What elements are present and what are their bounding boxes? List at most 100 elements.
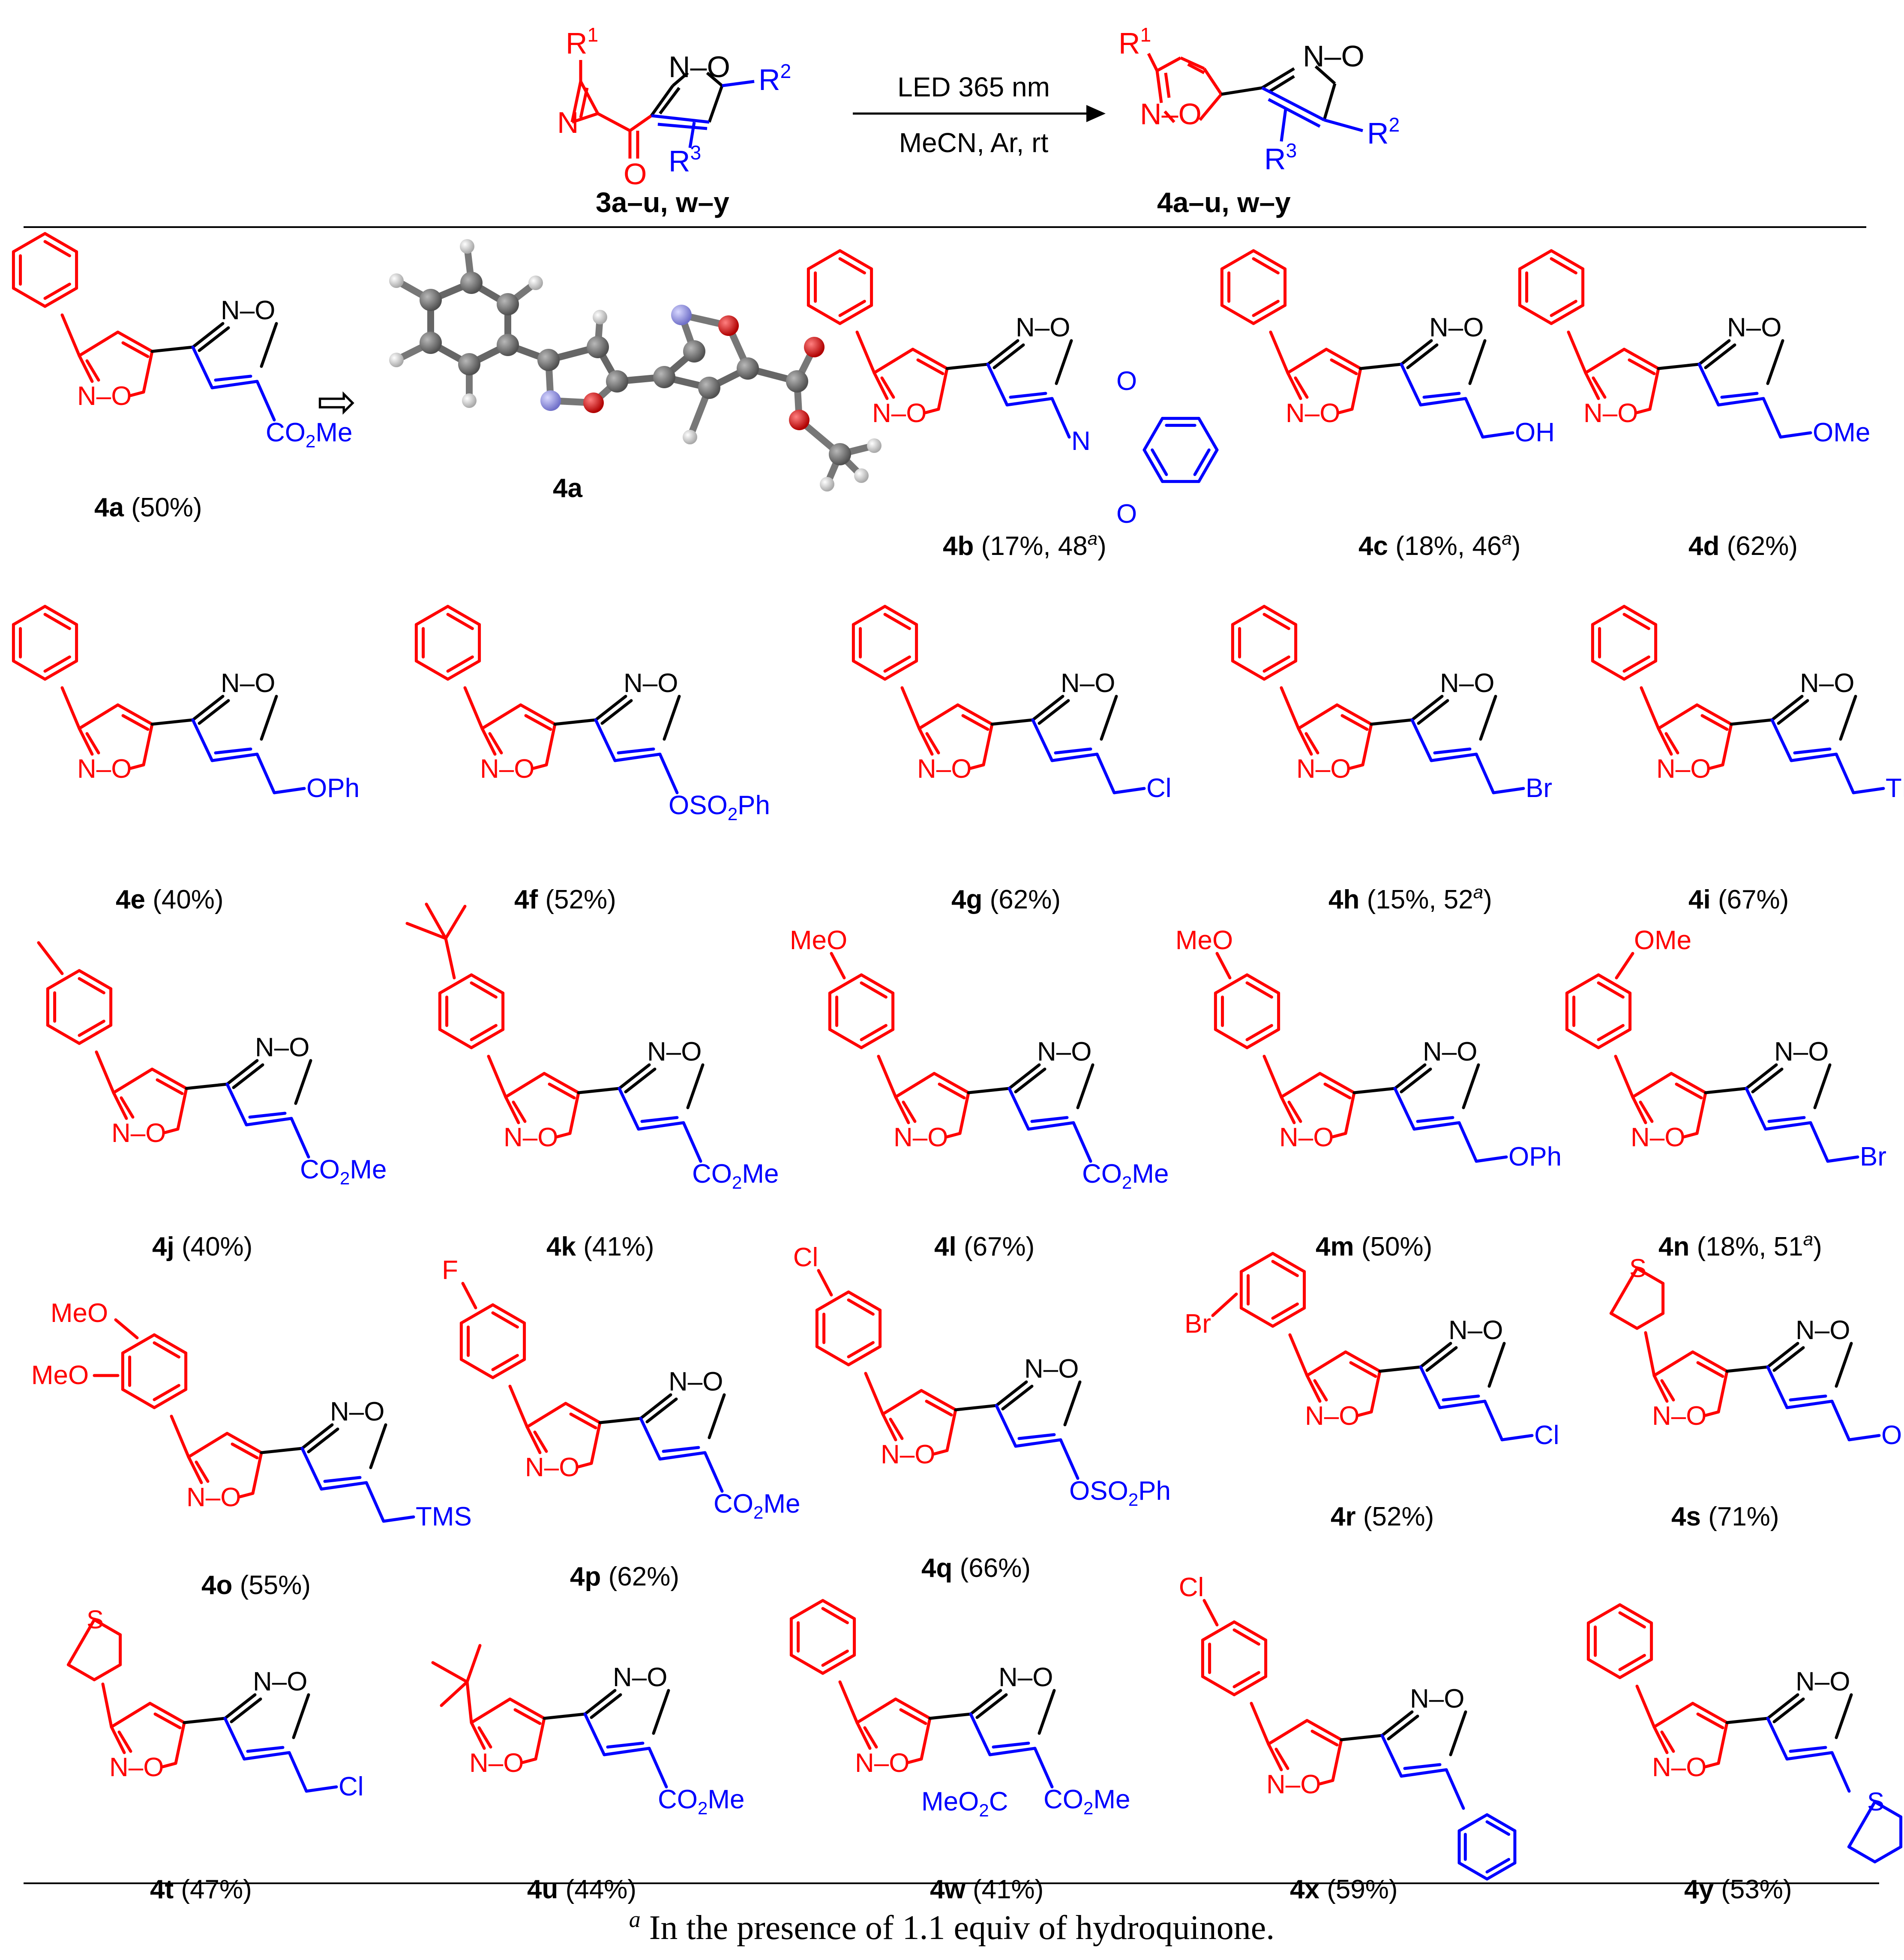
- isoxazole2-no: N–O: [1061, 668, 1115, 698]
- product-isoxazole2-no: N–O: [1303, 39, 1364, 73]
- compound-label: 4p (62%): [570, 1562, 679, 1591]
- atom-C: [497, 293, 519, 315]
- carbonyl-o: O: [1116, 499, 1137, 529]
- aryl-substituent: MeO: [51, 1298, 108, 1328]
- substituent2-label: MeO2C: [921, 1787, 1008, 1820]
- atom-H: [854, 468, 869, 483]
- substituent-label: Cl: [1146, 773, 1172, 803]
- compound-label: 4f (52%): [514, 885, 616, 914]
- isoxazole2-no: N–O: [1796, 1316, 1850, 1345]
- isoxazole2-no: N–O: [330, 1397, 384, 1427]
- compound-4s: N–ON–OOHS4s (71%): [1609, 1254, 1904, 1531]
- reactant-carbonyl-o: O: [624, 157, 647, 191]
- reactant-r2: R2: [759, 60, 791, 96]
- isoxazole2-no: N–O: [1448, 1316, 1503, 1345]
- crystal-label: 4a: [553, 474, 582, 503]
- isoxazole2-no: N–O: [253, 1667, 307, 1696]
- aryl-substituent: OMe: [1634, 926, 1691, 955]
- compound-label: 4o (55%): [201, 1570, 311, 1600]
- atom-O: [789, 410, 810, 430]
- conditions-line2: MeCN, Ar, rt: [899, 127, 1049, 158]
- atom-H: [389, 273, 404, 288]
- substituent-label: CO2Me: [300, 1155, 387, 1188]
- atom-C: [420, 289, 442, 311]
- isoxazole2-no: N–O: [613, 1663, 667, 1692]
- isoxazole1-no: N–O: [855, 1748, 909, 1778]
- atom-H: [867, 438, 882, 453]
- substituent-label: OPh: [306, 773, 360, 803]
- atom-C: [698, 377, 720, 399]
- aryl-substituent: F: [442, 1256, 458, 1285]
- compound-label: 4c (18%, 46a): [1358, 528, 1520, 561]
- substituent-label: OH: [1881, 1421, 1904, 1450]
- compound-label: 4t (47%): [150, 1875, 252, 1904]
- compound-label: 4r (52%): [1331, 1502, 1434, 1531]
- atom-C: [497, 334, 519, 356]
- carbonyl-o: O: [1116, 366, 1137, 396]
- isoxazole2-no: N–O: [1440, 668, 1494, 698]
- atom-O: [583, 393, 604, 413]
- crystal-structure-4a: ⇨ 4a: [317, 239, 882, 503]
- isoxazole1-no: N–O: [186, 1483, 241, 1512]
- thiophene-s: S: [87, 1605, 104, 1634]
- isoxazole1-no: N–O: [917, 754, 971, 784]
- isoxazole2-no: N–O: [669, 1367, 723, 1397]
- isoxazole2-no: N–O: [1024, 1354, 1079, 1384]
- compound-4i: N–ON–OTMS4i (67%): [1591, 605, 1904, 914]
- isoxazole1-no: N–O: [109, 1753, 164, 1782]
- isoxazole2-no: N–O: [1423, 1037, 1477, 1067]
- aryl-substituent: MeO: [1175, 926, 1233, 955]
- isoxazole1-no: N–O: [77, 754, 132, 784]
- atom-C: [653, 366, 675, 388]
- substituent-label: OPh: [1508, 1142, 1562, 1172]
- substituent-label: OSO2Ph: [669, 791, 770, 824]
- reaction-scheme: R1 N O N–O R2 R3 3a–u, w–y LED 365 nm Me…: [24, 24, 1866, 228]
- product-r2: R2: [1367, 114, 1400, 150]
- product-r3: R3: [1264, 139, 1297, 176]
- isoxazole1-no: N–O: [872, 399, 927, 428]
- atom-C: [460, 272, 483, 294]
- isoxazole1-no: N–O: [77, 381, 132, 411]
- isoxazole2-no: N–O: [998, 1663, 1053, 1692]
- reactant-structure: [570, 60, 755, 159]
- isoxazole2-no: N–O: [1800, 668, 1854, 698]
- imide-n: N: [1071, 426, 1091, 456]
- compound-label: 4a (50%): [94, 493, 202, 522]
- compound-label: 4i (67%): [1688, 885, 1789, 914]
- isoxazole1-no: N–O: [1631, 1123, 1685, 1152]
- substituent-label: OH: [1515, 418, 1555, 447]
- reactant-r3: R3: [669, 141, 701, 178]
- atom-H: [389, 353, 404, 367]
- compound-label: 4d (62%): [1688, 531, 1798, 561]
- isoxazole1-no: N–O: [525, 1453, 579, 1482]
- atom-C: [683, 340, 705, 363]
- substituent-label: Br: [1860, 1142, 1886, 1172]
- isoxazole2-no: N–O: [1410, 1684, 1464, 1714]
- isoxazole1-no: N–O: [1279, 1123, 1334, 1152]
- isoxazole1-no: N–O: [1286, 399, 1340, 428]
- aryl-substituent: MeO: [31, 1361, 89, 1390]
- retro-arrow-icon: ⇨: [317, 375, 357, 428]
- isoxazole2-no: N–O: [1037, 1037, 1091, 1067]
- isoxazole2-no: N–O: [221, 668, 275, 698]
- isoxazole1-no: N–O: [894, 1123, 948, 1152]
- isoxazole1-no: N–O: [1652, 1753, 1706, 1782]
- conditions-line1: LED 365 nm: [897, 72, 1050, 102]
- atom-H: [462, 393, 477, 408]
- isoxazole1-no: N–O: [469, 1748, 524, 1778]
- isoxazole1-no: N–O: [1296, 754, 1351, 784]
- isoxazole2-no: N–O: [647, 1037, 702, 1067]
- isoxazole1-no: N–O: [1266, 1770, 1321, 1799]
- compound-label: 4u (44%): [527, 1875, 636, 1904]
